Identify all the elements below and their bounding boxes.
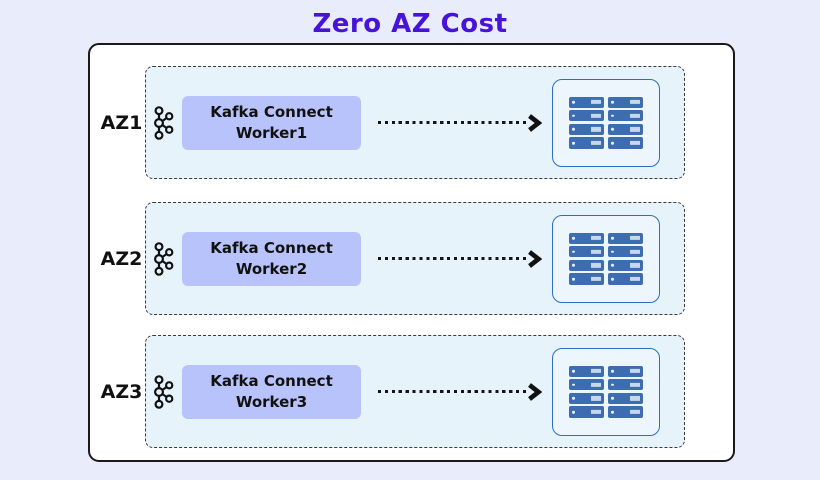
worker-3-label: Kafka Connect Worker3 — [210, 372, 333, 411]
server-unit — [569, 96, 604, 108]
server-unit — [569, 110, 604, 122]
az2-zone-box: Kafka Connect Worker2 — [145, 202, 685, 315]
server-unit — [608, 137, 643, 149]
server-rack-icon — [552, 78, 660, 167]
kafka-connect-worker-2-box: Kafka Connect Worker2 — [182, 231, 361, 286]
kafka-logo-icon — [153, 374, 174, 409]
arrow-dotted-line — [378, 389, 528, 394]
server-unit — [608, 123, 643, 135]
server-grid — [569, 232, 643, 285]
server-rack-icon — [552, 347, 660, 436]
server-unit — [569, 232, 604, 244]
server-unit — [608, 379, 643, 391]
server-unit — [608, 392, 643, 404]
server-unit — [608, 365, 643, 377]
az1-zone-box: Kafka Connect Worker1 — [145, 66, 685, 179]
dotted-arrow-right-icon — [378, 382, 546, 401]
page-title: Zero AZ Cost — [312, 9, 508, 39]
server-unit — [608, 110, 643, 122]
server-unit — [569, 273, 604, 285]
worker-2-label: Kafka Connect Worker2 — [210, 239, 333, 278]
az1-label: AZ1 — [100, 111, 143, 134]
server-unit — [569, 392, 604, 404]
server-unit — [569, 123, 604, 135]
server-unit — [569, 406, 604, 418]
dotted-arrow-right-icon — [378, 113, 546, 132]
kafka-connect-worker-3-box: Kafka Connect Worker3 — [182, 364, 361, 419]
arrowhead-icon — [528, 382, 542, 401]
server-grid — [569, 365, 643, 418]
arrowhead-icon — [528, 113, 542, 132]
az3-label: AZ3 — [100, 380, 143, 403]
server-rack-icon — [552, 214, 660, 303]
arrow-dotted-line — [378, 256, 528, 261]
server-unit — [608, 96, 643, 108]
kafka-logo-icon — [153, 241, 174, 276]
server-unit — [569, 137, 604, 149]
az2-label: AZ2 — [100, 247, 143, 270]
server-unit — [608, 232, 643, 244]
server-unit — [569, 379, 604, 391]
az-row-1: AZ1 Kafka Connect Worker1 — [98, 66, 694, 179]
az-row-3: AZ3 Kafka Connect Worker3 — [98, 335, 694, 448]
server-unit — [608, 406, 643, 418]
diagram-container: AZ1 Kafka Connect Worker1 — [88, 43, 735, 462]
server-unit — [569, 365, 604, 377]
arrow-dotted-line — [378, 120, 528, 125]
server-unit — [569, 259, 604, 271]
az-row-2: AZ2 Kafka Connect Worker2 — [98, 202, 694, 315]
kafka-logo-icon — [153, 105, 174, 140]
dotted-arrow-right-icon — [378, 249, 546, 268]
arrowhead-icon — [528, 249, 542, 268]
worker-1-label: Kafka Connect Worker1 — [210, 103, 333, 142]
server-unit — [608, 246, 643, 258]
server-unit — [608, 259, 643, 271]
az3-zone-box: Kafka Connect Worker3 — [145, 335, 685, 448]
server-grid — [569, 96, 643, 149]
kafka-connect-worker-1-box: Kafka Connect Worker1 — [182, 95, 361, 150]
server-unit — [608, 273, 643, 285]
server-unit — [569, 246, 604, 258]
